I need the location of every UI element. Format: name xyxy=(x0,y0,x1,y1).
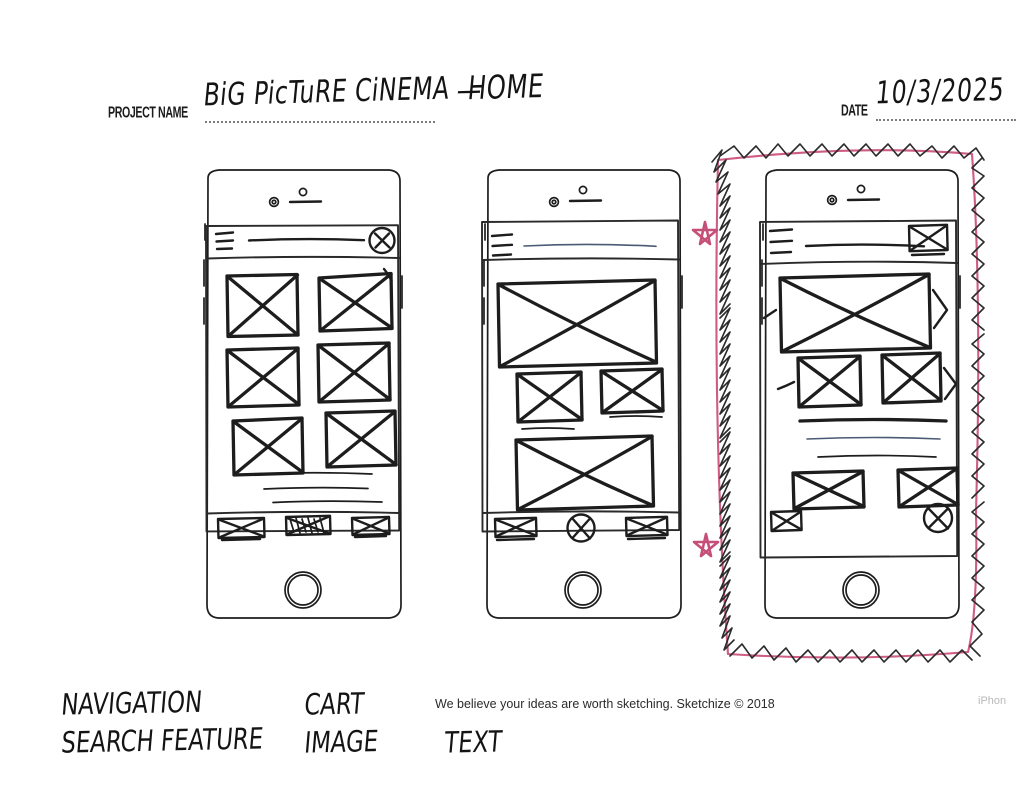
cart-circle-x-icon[interactable] xyxy=(368,226,396,255)
search-input[interactable] xyxy=(523,243,657,248)
paired-image[interactable] xyxy=(515,370,584,430)
screen-1-header xyxy=(206,226,400,260)
image-box-icon[interactable] xyxy=(769,509,803,533)
marker-star-bottom xyxy=(689,530,723,564)
date-value[interactable]: 10/3/2025 xyxy=(874,71,1007,111)
text-block xyxy=(798,417,948,458)
cart-circle-x-icon[interactable] xyxy=(566,513,596,543)
screen-name-value[interactable]: HOME xyxy=(466,68,546,108)
star-icon xyxy=(691,220,719,246)
tabbar-item[interactable] xyxy=(624,515,669,541)
paired-image[interactable] xyxy=(599,367,665,418)
screen-3-highlight-wrapper xyxy=(700,132,1020,672)
grid-image[interactable] xyxy=(896,466,960,509)
marker-star-top xyxy=(688,218,722,252)
grid-image[interactable] xyxy=(225,272,300,339)
project-name-value[interactable]: BiG PicTuRE CiNEMA xyxy=(202,69,452,113)
image-box-icon[interactable] xyxy=(907,223,949,257)
hero-image[interactable] xyxy=(514,434,656,512)
tabbar-item[interactable] xyxy=(284,514,332,537)
text-block xyxy=(253,471,383,504)
screen-1-iphone-mockup[interactable] xyxy=(186,168,421,628)
corner-device-mark: iPhon xyxy=(978,695,1007,707)
carousel-row[interactable] xyxy=(776,351,958,409)
tabbar-item[interactable] xyxy=(350,515,391,539)
screen-3-header xyxy=(760,223,958,265)
chevron-right-icon[interactable] xyxy=(931,288,949,330)
annotation-search-feature: SEARCH FEATURE xyxy=(60,721,265,760)
annotation-text: TEXT xyxy=(443,724,504,760)
grid-image[interactable] xyxy=(880,351,943,405)
image-grid xyxy=(225,267,398,477)
screen-2-tabbar[interactable] xyxy=(482,510,680,543)
tabbar-item[interactable] xyxy=(216,516,266,542)
hero-image[interactable] xyxy=(496,278,659,369)
tabbar-item[interactable] xyxy=(493,516,538,542)
screen-2-header xyxy=(482,233,680,261)
screen-1-tabbar[interactable] xyxy=(206,510,400,542)
highlight-scribble xyxy=(711,143,985,663)
search-input[interactable] xyxy=(247,237,366,242)
hamburger-menu-icon[interactable] xyxy=(490,233,514,257)
cart-circle-x-icon[interactable] xyxy=(922,502,954,534)
highlight-box xyxy=(715,149,980,659)
carousel-hero[interactable] xyxy=(762,272,949,354)
footer-tagline: We believe your ideas are worth sketchin… xyxy=(435,697,775,711)
annotation-navigation: NAVIGATION xyxy=(60,684,204,722)
grid-image[interactable] xyxy=(796,354,863,409)
image-grid[interactable] xyxy=(791,466,960,511)
hamburger-menu-icon[interactable] xyxy=(768,228,794,255)
date-label: DATE xyxy=(841,101,868,119)
grid-image[interactable] xyxy=(791,469,866,511)
annotation-cart: CART xyxy=(303,686,366,722)
grid-image[interactable] xyxy=(317,267,394,333)
chevron-left-icon[interactable] xyxy=(762,308,778,320)
hamburger-menu-icon[interactable] xyxy=(214,231,235,251)
annotation-image: IMAGE xyxy=(303,724,380,760)
screen-2-iphone-mockup[interactable] xyxy=(466,168,701,628)
grid-image[interactable] xyxy=(231,416,305,477)
grid-image[interactable] xyxy=(316,341,392,404)
chevron-right-icon[interactable] xyxy=(942,366,958,401)
date-dotted-rule xyxy=(876,119,1016,121)
project-name-dotted-rule xyxy=(205,121,435,123)
chevron-left-icon[interactable] xyxy=(776,380,796,391)
star-icon xyxy=(692,532,720,558)
project-name-label: PROJECT NAME xyxy=(108,103,188,121)
grid-image[interactable] xyxy=(324,409,398,469)
search-input[interactable] xyxy=(804,243,926,248)
grid-image[interactable] xyxy=(225,346,301,409)
